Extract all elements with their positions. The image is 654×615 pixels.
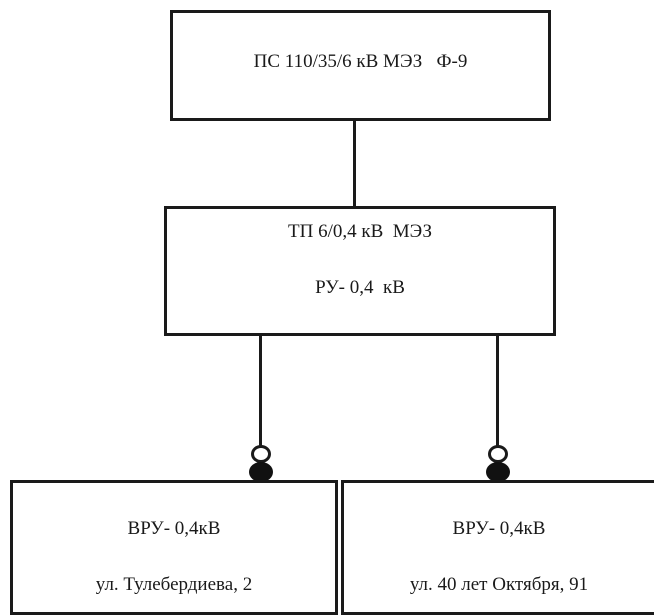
substation-label: ПС 110/35/6 кВ МЭЗ Ф-9 [253, 51, 468, 72]
left-switch-open-icon [251, 445, 271, 463]
right-switch-open-icon [488, 445, 508, 463]
consumer-title: ВРУ- 0,4кВ [127, 518, 221, 539]
transformer-label: ТП 6/0,4 кВ МЭЗ [288, 221, 432, 242]
right-branch-line [496, 336, 499, 448]
consumer-address: ул. 40 лет Октября, 91 [409, 574, 589, 595]
distribution-label: РУ- 0,4 кВ [315, 277, 405, 298]
transformer-box: ТП 6/0,4 кВ МЭЗ РУ- 0,4 кВ [164, 206, 556, 336]
consumer-address: ул. Тулебердиева, 2 [95, 574, 253, 595]
consumer-box-left: ВРУ- 0,4кВ ул. Тулебердиева, 2 [10, 480, 338, 615]
left-switch-closed-icon [249, 462, 273, 482]
feeder-line [353, 121, 356, 207]
consumer-box-right: ВРУ- 0,4кВ ул. 40 лет Октября, 91 [341, 480, 654, 615]
substation-box: ПС 110/35/6 кВ МЭЗ Ф-9 [170, 10, 551, 121]
right-switch-closed-icon [486, 462, 510, 482]
consumer-title: ВРУ- 0,4кВ [452, 518, 546, 539]
left-branch-line [259, 336, 262, 448]
